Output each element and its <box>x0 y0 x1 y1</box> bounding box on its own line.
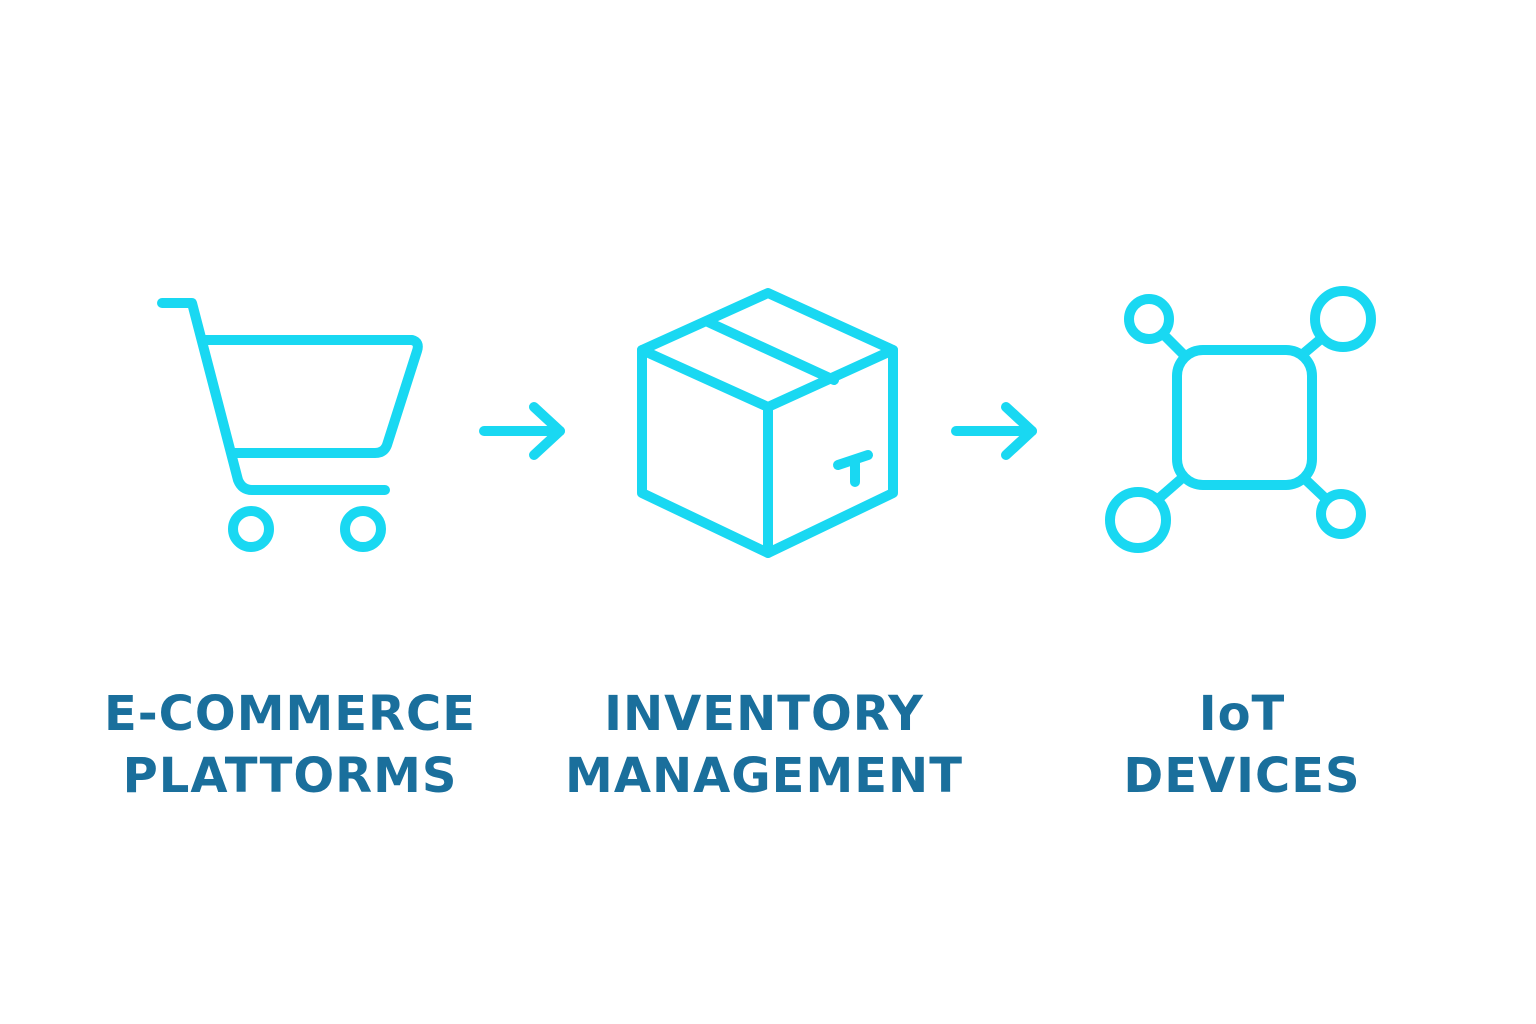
label-line: E-COMMERCE <box>103 686 477 742</box>
iot-network-icon <box>1100 280 1385 565</box>
label-line: DEVICES <box>1123 748 1361 804</box>
step-label-iot: IoT DEVICES <box>1032 683 1452 807</box>
label-line: INVENTORY <box>604 686 924 742</box>
step-label-ecommerce: E-COMMERCE PLATTORMS <box>80 683 500 807</box>
label-line: PLATTORMS <box>122 748 458 804</box>
label-line: MANAGEMENT <box>565 748 963 804</box>
arrow-right-icon <box>478 400 568 462</box>
arrow-right-icon <box>950 400 1040 462</box>
step-label-inventory: INVENTORY MANAGEMENT <box>554 683 974 807</box>
package-box-icon <box>630 285 910 565</box>
label-line: IoT <box>1198 686 1286 742</box>
shopping-cart-icon <box>150 295 430 560</box>
